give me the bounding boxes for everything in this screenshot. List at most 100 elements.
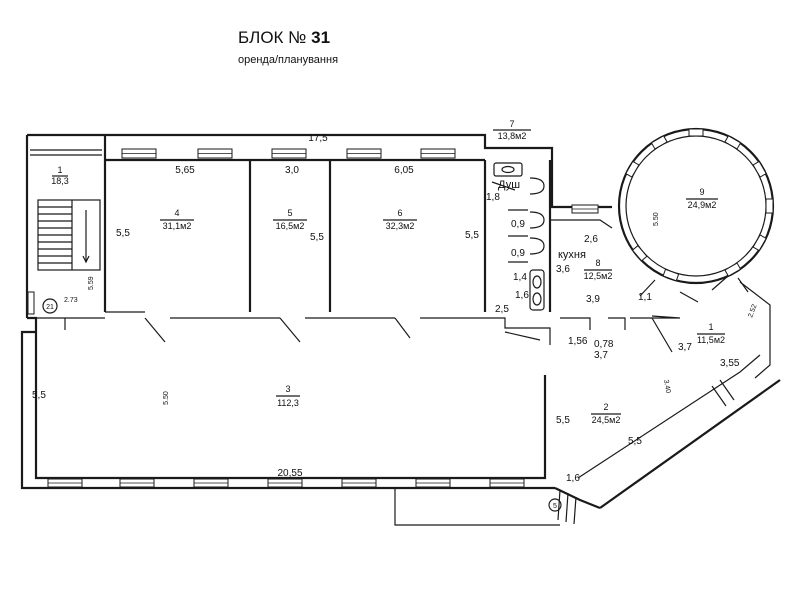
shower-drain-icon <box>501 165 515 174</box>
dim-5-50-circ: 5.50 <box>653 212 660 226</box>
window-bot-5 <box>341 478 377 488</box>
sink-counter-icon <box>529 269 545 311</box>
room-3-number: 3 <box>285 384 290 394</box>
window-bot-4 <box>267 478 303 488</box>
round-room-wall-sw <box>639 279 656 297</box>
wall-porch <box>394 488 560 526</box>
wall-north <box>27 133 612 209</box>
dim-6-05: 6,05 <box>394 165 414 176</box>
room-8-area: 12,5м2 <box>584 271 613 281</box>
wall-kitchen-north <box>550 219 613 229</box>
window-top-3 <box>271 148 307 159</box>
title-prefix: БЛОК № <box>238 28 307 47</box>
kitchen-label: кухня <box>558 249 586 261</box>
dim-3-55: 3,55 <box>720 358 740 369</box>
room-labels: 1 18,3 4 31,1м2 5 16,5м2 6 32,3м2 7 13,8… <box>51 119 725 425</box>
door-wc <box>504 331 541 341</box>
round-window-10 <box>631 244 648 262</box>
doors <box>144 181 729 353</box>
room-5-number: 5 <box>287 208 292 218</box>
dim-5-5-r5: 5,5 <box>310 232 324 243</box>
room-9-area: 24,9м2 <box>688 200 717 210</box>
fixtures <box>493 162 545 311</box>
stair-marker <box>42 298 58 314</box>
title-number: 31 <box>311 28 331 47</box>
room-1-area: 18,3 <box>51 176 69 186</box>
staircase <box>30 149 102 271</box>
entry-marker <box>548 498 562 512</box>
room-6-number: 6 <box>397 208 402 218</box>
door-4 <box>144 317 166 343</box>
wall-room1-west <box>630 315 681 319</box>
room-4-area: 31,1м2 <box>163 221 192 231</box>
room-6-area: 32,3м2 <box>386 221 415 231</box>
door-shower <box>491 181 516 191</box>
dim-0-78: 0,78 <box>594 339 614 350</box>
dim-5-5-r6: 5,5 <box>465 230 479 241</box>
dim-2-52: 2.52 <box>747 303 758 318</box>
wall-s5 <box>560 317 591 330</box>
dim-5-5-r4: 5,5 <box>116 228 130 239</box>
room-7-area: 13,8м2 <box>498 131 527 141</box>
sink-2-icon <box>532 292 542 306</box>
dim-1-6a: 1,6 <box>515 290 529 301</box>
window-top-4 <box>346 148 382 159</box>
round-window-9 <box>662 268 680 282</box>
dim-1-4: 1,4 <box>513 272 527 283</box>
wall-room1-east <box>739 281 771 379</box>
round-window-1 <box>625 160 640 178</box>
round-window-7 <box>752 234 767 252</box>
window-top-2 <box>197 148 233 159</box>
dim-1-56: 1,56 <box>568 336 588 347</box>
stair-arrow-head <box>82 255 90 264</box>
room-1-number: 1 <box>57 165 62 175</box>
round-room-windows <box>625 128 774 282</box>
round-room <box>617 127 775 297</box>
door-room1 <box>651 317 673 353</box>
windows <box>27 148 599 488</box>
page-title: БЛОК № 31 <box>238 28 330 48</box>
window-bot-2 <box>119 478 155 488</box>
toilet-3-icon <box>529 237 545 255</box>
step-1 <box>557 489 561 521</box>
entry-marker-label: 5 <box>553 503 557 510</box>
shower-label: Душ <box>498 179 520 191</box>
dim-2-5: 2,5 <box>495 304 509 315</box>
window-bot-6 <box>415 478 451 488</box>
window-top-1 <box>121 148 157 159</box>
door-6 <box>394 317 411 339</box>
dimensions: 17,5 5,65 3,0 6,05 5,5 5,5 5,5 1,8 0,9 0… <box>32 133 759 484</box>
room-5-area: 16,5м2 <box>276 221 305 231</box>
round-window-3 <box>688 128 704 137</box>
window-bot-7 <box>489 478 525 488</box>
round-room-wall-se <box>737 277 749 293</box>
window-top-5 <box>420 148 456 159</box>
shower-tray-icon <box>493 162 523 177</box>
window-stair <box>27 291 35 315</box>
round-window-2 <box>650 135 668 150</box>
entrance-steps <box>557 379 735 525</box>
step-4 <box>711 385 727 407</box>
round-window-6 <box>765 198 774 214</box>
room-2-area: 24,5м2 <box>592 415 621 425</box>
wall-diagonal-inner <box>577 354 761 479</box>
toilet-1-icon <box>529 177 545 195</box>
sink-1-icon <box>532 275 542 289</box>
window-bot-1 <box>47 478 83 488</box>
wall-entry-south <box>554 487 601 510</box>
dim-3-7b: 3,7 <box>678 342 692 353</box>
dim-5-65: 5,65 <box>175 165 195 176</box>
wall-s6 <box>608 317 626 330</box>
step-3 <box>573 496 577 525</box>
round-window-4 <box>724 135 742 150</box>
room-1b-number: 1 <box>708 322 713 332</box>
dim-3-9: 3,9 <box>586 294 600 305</box>
dim-3-6: 3,6 <box>556 264 570 275</box>
step-5 <box>719 379 735 401</box>
room-2-number: 2 <box>603 402 608 412</box>
dim-1-6b: 1,6 <box>566 473 580 484</box>
round-window-8 <box>724 262 742 277</box>
dim-3-0: 3,0 <box>285 165 299 176</box>
wall-hall-outer <box>20 330 555 490</box>
room-9-number: 9 <box>699 187 704 197</box>
